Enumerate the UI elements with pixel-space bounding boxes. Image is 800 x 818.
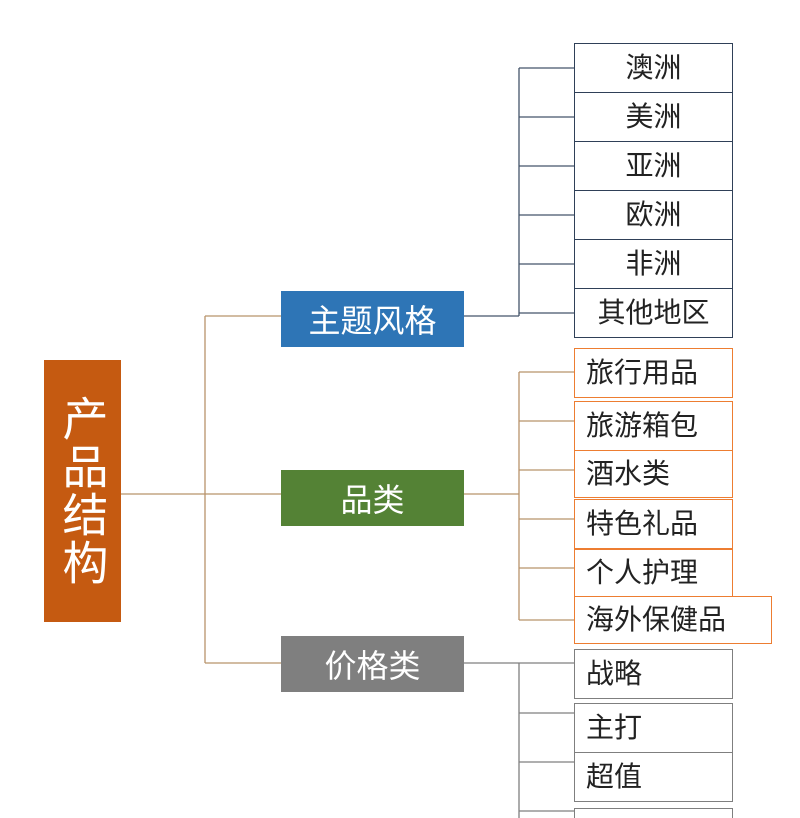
leaf-overseas-health: 海外保健品 <box>574 596 772 644</box>
category-price: 价格类 <box>281 636 464 692</box>
leaf-special-gifts: 特色礼品 <box>574 499 733 549</box>
leaf-promotion: 促销 <box>574 808 733 818</box>
category-theme-style: 主题风格 <box>281 291 464 347</box>
leaf-flagship: 主打 <box>574 703 733 753</box>
category-product-type: 品类 <box>281 470 464 526</box>
leaf-africa: 非洲 <box>574 239 733 289</box>
leaf-liquor: 酒水类 <box>574 450 733 498</box>
leaf-asia: 亚洲 <box>574 141 733 191</box>
leaf-strategic: 战略 <box>574 649 733 699</box>
leaf-luggage: 旅游箱包 <box>574 401 733 451</box>
root-node-product-structure: 产品结构 <box>44 360 121 622</box>
leaf-europe: 欧洲 <box>574 190 733 240</box>
leaf-personal-care: 个人护理 <box>574 549 733 597</box>
leaf-promotion-partial: 促销 <box>574 808 733 818</box>
leaf-travel-goods: 旅行用品 <box>574 348 733 398</box>
leaf-value: 超值 <box>574 752 733 802</box>
leaf-americas: 美洲 <box>574 92 733 142</box>
leaf-oceania: 澳洲 <box>574 43 733 93</box>
leaf-other-regions: 其他地区 <box>574 288 733 338</box>
